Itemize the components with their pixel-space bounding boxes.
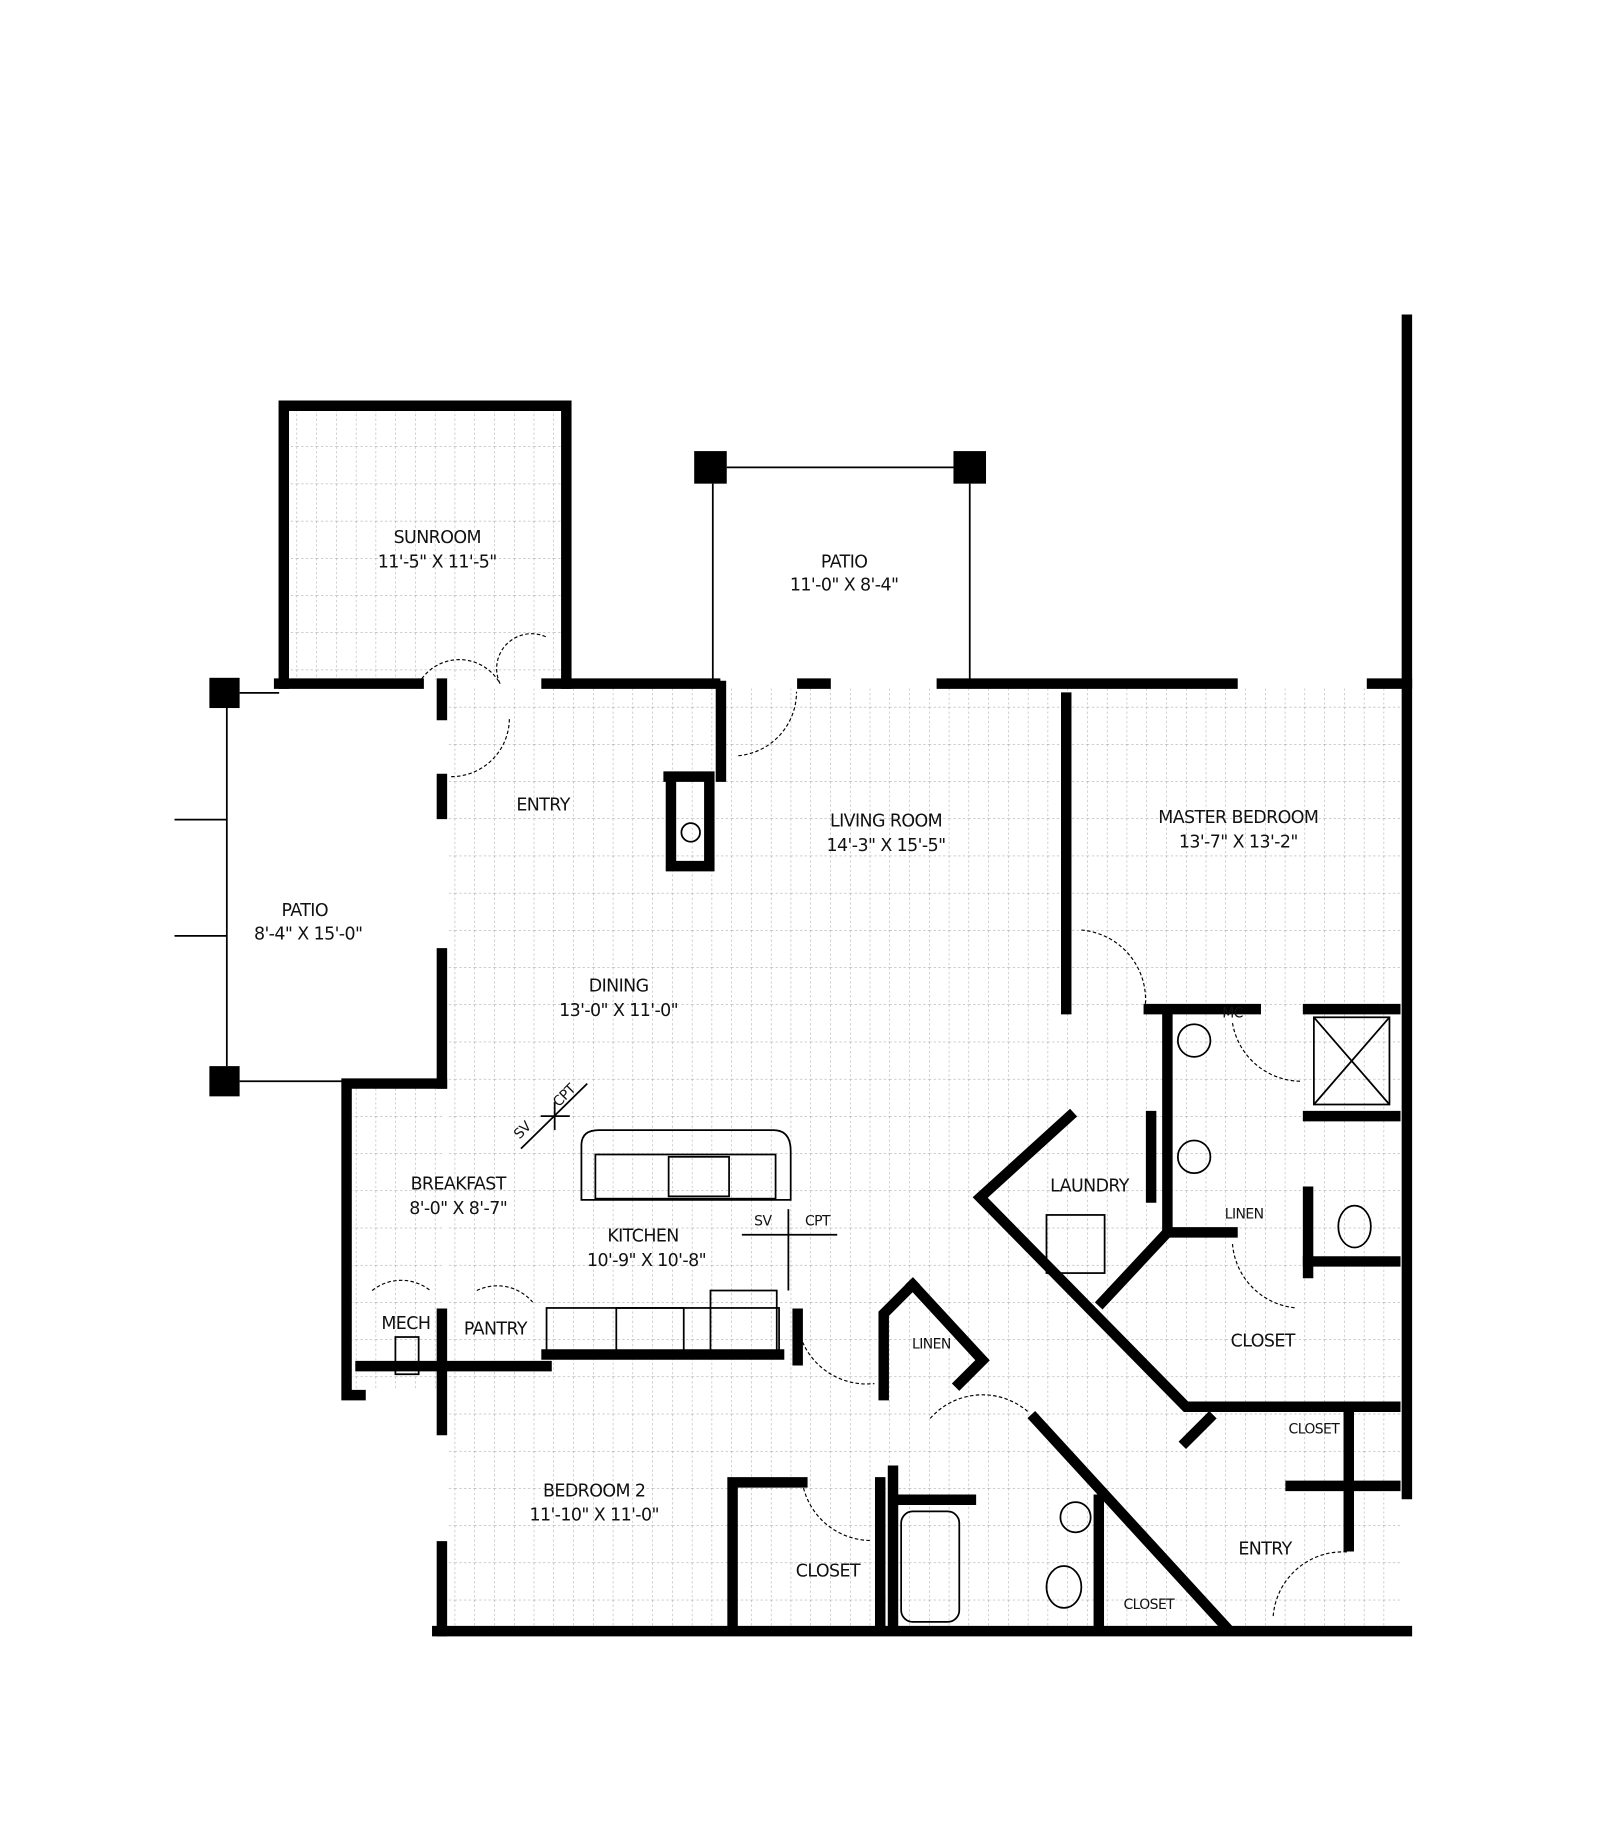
- closet-master-label: CLOSET: [1231, 1331, 1296, 1351]
- bedroom2-size: 11'-10" X 11'-0": [529, 1506, 658, 1526]
- pantry-label: PANTRY: [464, 1320, 528, 1340]
- kitchen-label: KITCHEN: [607, 1227, 678, 1247]
- mc-label: MC: [1222, 1005, 1243, 1021]
- living-room-label: LIVING ROOM: [830, 812, 942, 832]
- entry-rear-label: ENTRY: [1238, 1539, 1292, 1559]
- patio-side-structure: [174, 677, 344, 1097]
- sv-cpt-markers: [520, 1082, 838, 1291]
- patio-rear-size: 11'-0" X 8'-4": [790, 576, 898, 596]
- mech-label: MECH: [381, 1314, 430, 1334]
- master-bedroom-size: 13'-7" X 13'-2": [1179, 833, 1298, 853]
- bedroom2-label: BEDROOM 2: [543, 1481, 645, 1501]
- walls: [273, 314, 1413, 1637]
- dining-label: DINING: [589, 977, 649, 997]
- door-swings: [371, 633, 1349, 1617]
- patio-rear-label: PATIO: [821, 552, 868, 572]
- closet-entry-upper-label: CLOSET: [1289, 1422, 1341, 1438]
- room-labels: SUNROOM 11'-5" X 11'-5" PATIO 11'-0" X 8…: [254, 528, 1341, 1613]
- living-room-size: 14'-3" X 15'-5": [827, 836, 946, 856]
- closet-entry-lower-label: CLOSET: [1123, 1597, 1175, 1613]
- closet-bed2-label: CLOSET: [796, 1562, 861, 1582]
- floor-grid: [288, 410, 1403, 1628]
- master-bedroom-label: MASTER BEDROOM: [1158, 808, 1318, 828]
- linen-master-label: LINEN: [1225, 1206, 1264, 1222]
- kitchen-island: [580, 1129, 792, 1201]
- kitchen-counter: [545, 1289, 780, 1356]
- patio-side-label: PATIO: [281, 901, 328, 921]
- entry-main-label: ENTRY: [516, 795, 570, 815]
- breakfast-size: 8'-0" X 8'-7": [409, 1199, 507, 1219]
- sv-label-2: SV: [754, 1213, 772, 1229]
- bath-fixtures: [394, 822, 1391, 1623]
- cpt-label-2: CPT: [805, 1213, 831, 1229]
- patio-side-size: 8'-4" X 15'-0": [254, 924, 362, 944]
- laundry-label: LAUNDRY: [1050, 1177, 1130, 1197]
- sunroom-size: 11'-5" X 11'-5": [378, 552, 497, 572]
- dining-size: 13'-0" X 11'-0": [559, 1001, 678, 1021]
- breakfast-label: BREAKFAST: [411, 1174, 507, 1194]
- kitchen-size: 10'-9" X 10'-8": [587, 1251, 706, 1271]
- patio-rear-structure: [694, 451, 987, 679]
- sunroom-label: SUNROOM: [394, 528, 481, 548]
- linen-hall-label: LINEN: [912, 1337, 951, 1353]
